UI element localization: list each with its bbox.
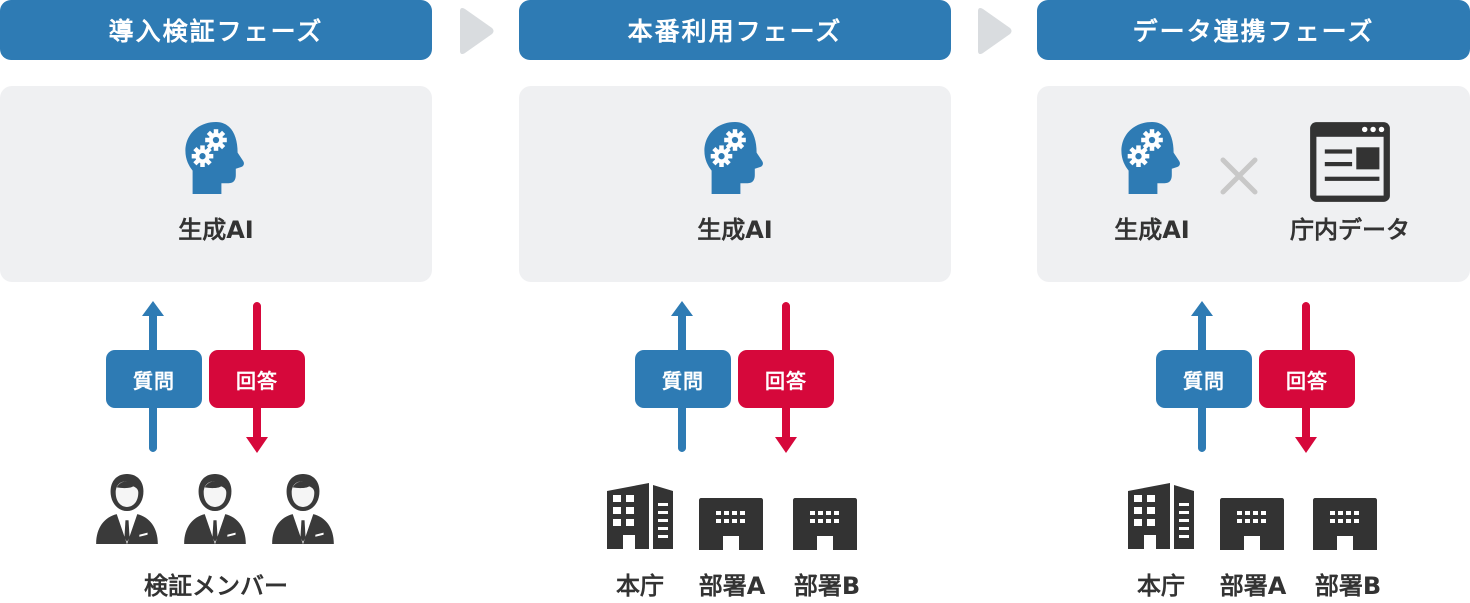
department-building-icon <box>1220 498 1284 550</box>
phase-verification: 導入検証フェーズ 生成AI 質問 回答 検証メンバー <box>0 0 432 603</box>
internal-data-item: 庁内データ <box>1265 120 1435 245</box>
ai-label: 生成AI <box>1114 216 1190 244</box>
user-icon <box>270 472 336 546</box>
answer-tag: 回答 <box>1259 350 1355 408</box>
dept-b-label: 部署B <box>793 572 861 600</box>
member-icons <box>0 472 432 556</box>
user-icon <box>94 472 160 546</box>
ai-panel: 生成AI 庁内データ <box>1037 86 1470 282</box>
ai-item: 生成AI <box>685 120 785 245</box>
question-tag: 質問 <box>106 350 202 408</box>
department-building-icon <box>699 498 763 550</box>
ai-label: 生成AI <box>178 216 254 244</box>
phase-title: 導入検証フェーズ <box>0 0 432 60</box>
internal-data-label: 庁内データ <box>1290 216 1410 244</box>
ai-panel: 生成AI <box>0 86 432 282</box>
ai-label: 生成AI <box>697 216 773 244</box>
question-tag: 質問 <box>1156 350 1252 408</box>
user-icon <box>182 472 248 546</box>
phase-title: データ連携フェーズ <box>1037 0 1470 60</box>
ai-panel: 生成AI <box>519 86 951 282</box>
ai-head-gears-icon <box>1116 120 1188 196</box>
ai-head-gears-icon <box>699 120 771 196</box>
times-icon <box>1220 157 1258 195</box>
building-icons <box>1037 472 1470 556</box>
headquarters-building-icon <box>605 480 675 550</box>
hq-label: 本庁 <box>616 572 664 600</box>
phase-title: 本番利用フェーズ <box>519 0 951 60</box>
dept-a-label: 部署A <box>1219 572 1287 600</box>
dept-a-label: 部署A <box>698 572 766 600</box>
question-tag: 質問 <box>635 350 731 408</box>
headquarters-building-icon <box>1126 480 1196 550</box>
department-building-icon <box>1313 498 1377 550</box>
phase-production: 本番利用フェーズ 生成AI 質問 回答 本庁 部署A 部署B <box>519 0 951 603</box>
browser-window-icon <box>1308 120 1392 204</box>
building-icons <box>519 472 951 556</box>
department-building-icon <box>793 498 857 550</box>
phase-data-integration: データ連携フェーズ 生成AI 庁内データ 質問 回答 本庁 部署A 部署B <box>1037 0 1470 603</box>
ai-head-gears-icon <box>180 120 252 196</box>
chevron-right-icon <box>978 7 1012 55</box>
hq-label: 本庁 <box>1137 572 1185 600</box>
members-label: 検証メンバー <box>144 572 288 600</box>
dept-b-label: 部署B <box>1314 572 1382 600</box>
answer-tag: 回答 <box>209 350 305 408</box>
ai-item: 生成AI <box>1097 120 1207 245</box>
answer-tag: 回答 <box>738 350 834 408</box>
chevron-right-icon <box>460 7 494 55</box>
ai-item: 生成AI <box>166 120 266 245</box>
